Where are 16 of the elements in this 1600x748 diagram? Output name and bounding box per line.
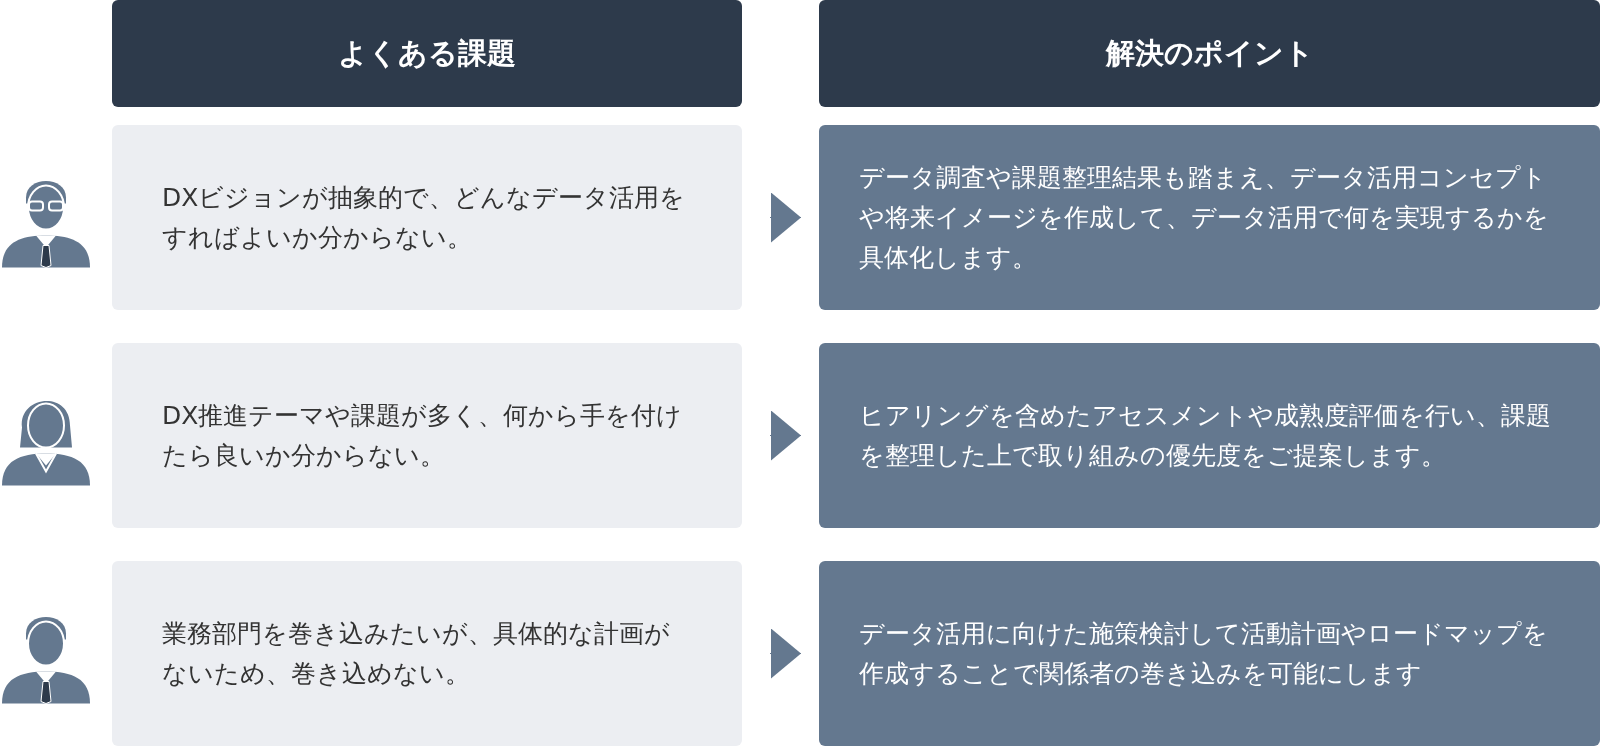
arrow (769, 628, 802, 679)
arrow (769, 410, 802, 461)
arrow (769, 192, 802, 243)
header-box (819, 0, 1600, 107)
body-text: DXビジョンが抽象的で、どんなデータ活用をすればよいか分からない。 (162, 181, 687, 254)
solution-box (819, 343, 1600, 528)
body-text: DX推進テーマや課題が多く、何から手を付けたら良いか分からない。 (162, 399, 684, 472)
header-text: よくある課題 (338, 35, 516, 73)
body-text: ヒアリングを含めたアセスメントや成熟度評価を行い、課題を整理した上で取り組みの優先度をご提案します。 (859, 399, 1552, 472)
header-text: 解決のポイント (1105, 35, 1314, 73)
solution-box (819, 561, 1600, 746)
body-text: データ調査や課題整理結果も踏まえ、データ活用コンセプトや将来イメージを作成して、データ活用で何を実現するかを具体化します。 (859, 161, 1550, 274)
header-box (112, 0, 742, 107)
solution-box (819, 125, 1600, 310)
body-text: データ活用に向けた施策検討して活動計画やロードマップを作成することで関係者の巻き込みを可能にします (859, 617, 1549, 690)
body-text: 業務部門を巻き込みたいが、具体的な計画がないため、巻き込めない。 (162, 617, 671, 690)
